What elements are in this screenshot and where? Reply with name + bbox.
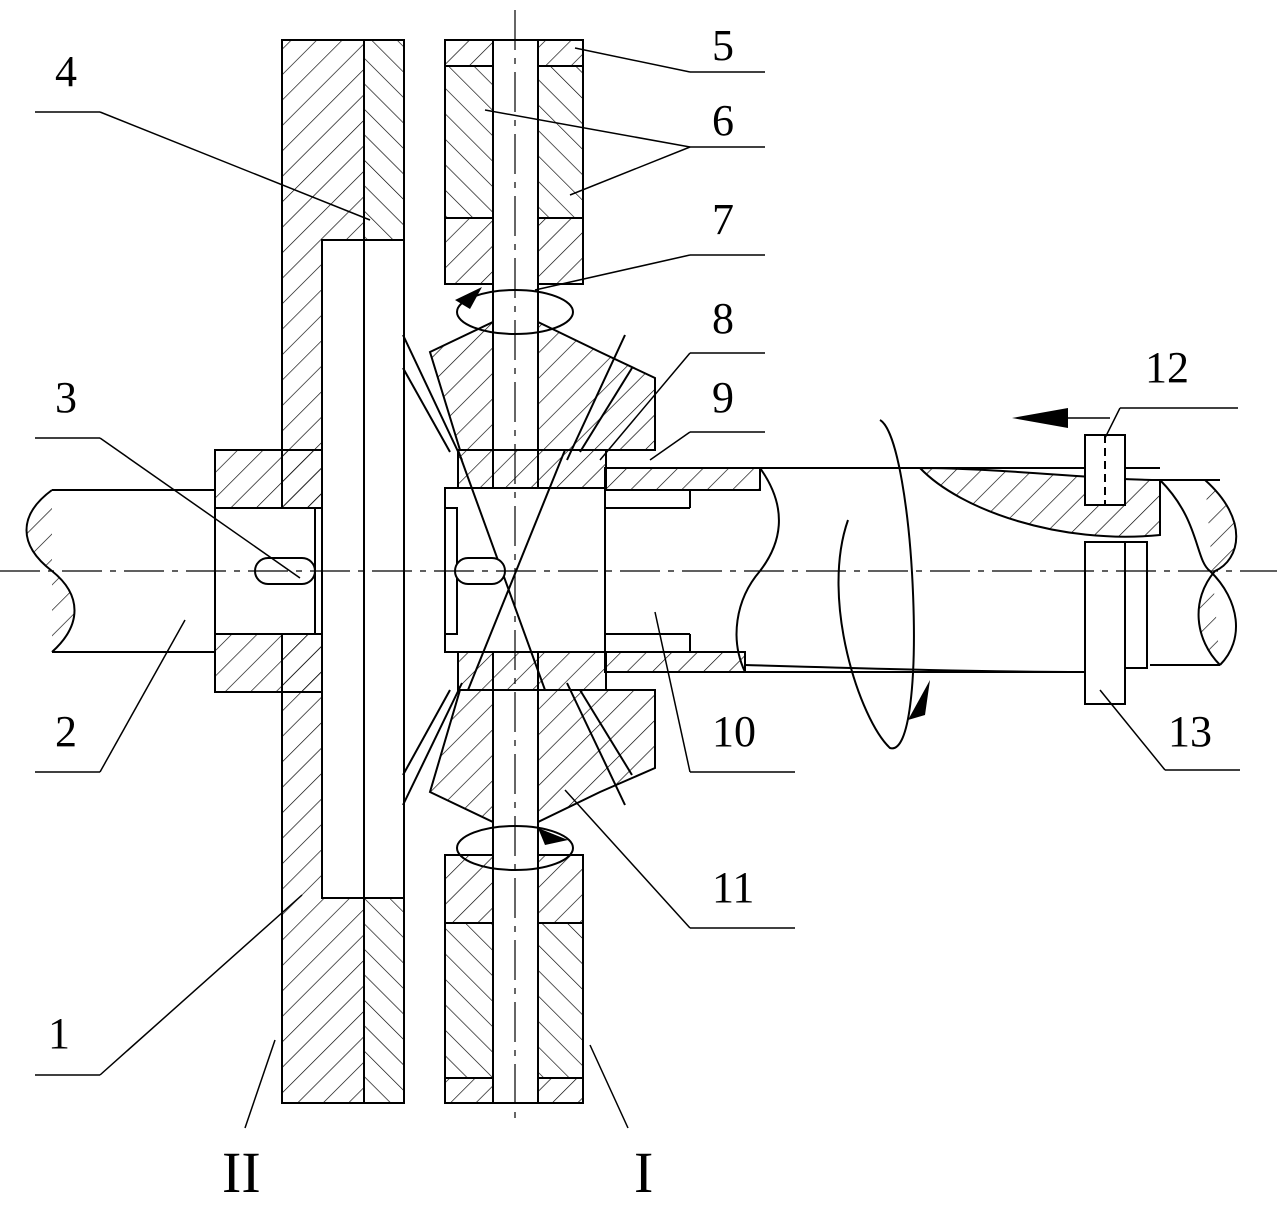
bevel-gear-upper bbox=[402, 320, 656, 489]
label-11: 11 bbox=[712, 863, 754, 912]
label-6: 6 bbox=[712, 96, 734, 145]
label-9: 9 bbox=[712, 373, 734, 422]
leader-lines bbox=[35, 47, 1240, 1129]
rotation-arrows bbox=[456, 289, 574, 871]
label-4: 4 bbox=[55, 47, 77, 96]
label-12: 12 bbox=[1145, 343, 1189, 392]
center-lines bbox=[0, 10, 1277, 1120]
output-housing bbox=[604, 467, 780, 673]
label-5: 5 bbox=[712, 21, 734, 70]
label-3: 3 bbox=[55, 373, 77, 422]
bevel-gear-lower bbox=[402, 651, 656, 824]
label-7: 7 bbox=[712, 195, 734, 244]
label-I: I bbox=[634, 1140, 653, 1205]
label-2: 2 bbox=[55, 707, 77, 756]
label-8: 8 bbox=[712, 294, 734, 343]
disc-two bbox=[281, 39, 405, 1104]
label-II: II bbox=[222, 1140, 261, 1205]
labels: 1 2 3 4 5 6 7 8 9 10 11 12 13 I II bbox=[48, 21, 1212, 1205]
output-shaft bbox=[744, 419, 1238, 750]
label-13: 13 bbox=[1168, 707, 1212, 756]
arrowheads bbox=[455, 287, 1110, 845]
label-10: 10 bbox=[712, 707, 756, 756]
label-1: 1 bbox=[48, 1009, 70, 1058]
